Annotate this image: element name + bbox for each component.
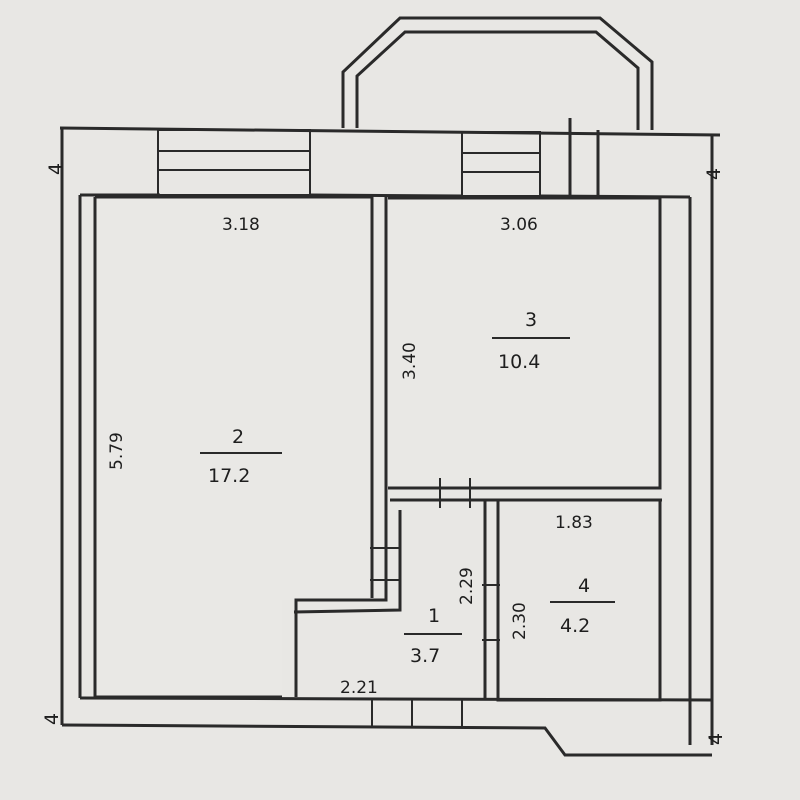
axis-markers: 4 4 4 4 [41, 163, 727, 745]
room-2-width-dimension: 3.18 [222, 215, 260, 235]
axis-marker-top-left: 4 [45, 163, 67, 175]
room-1-number: 1 [428, 605, 440, 627]
room-3-width-dimension: 3.06 [500, 215, 538, 235]
axis-marker-top-right: 4 [703, 168, 725, 180]
room-2-number: 2 [232, 426, 244, 448]
room-4 [496, 498, 662, 702]
window-right [461, 131, 541, 197]
room-3-area: 10.4 [498, 351, 540, 373]
room-3-labels: 3.06 3.40 3 10.4 [400, 215, 570, 380]
bay-window [341, 16, 654, 130]
room-2 [93, 195, 388, 699]
room-1-area: 3.7 [410, 645, 440, 667]
room-4-number: 4 [578, 575, 590, 597]
axis-marker-bottom-left: 4 [41, 713, 63, 725]
room-1 [293, 500, 500, 728]
room-2-area: 17.2 [208, 465, 250, 487]
room-2-length-dimension: 5.79 [107, 432, 127, 470]
room-3-number: 3 [525, 309, 537, 331]
window-left [157, 129, 311, 196]
room-4-area: 4.2 [560, 615, 590, 637]
room-1-length-dimension: 2.29 [457, 567, 477, 605]
balcony-door [568, 118, 600, 196]
room-3-length-dimension: 3.40 [400, 342, 420, 380]
room-4-length-dimension: 2.30 [510, 602, 530, 640]
room-1-labels: 2.21 2.29 1 3.7 [340, 567, 477, 698]
room-4-labels: 1.83 2.30 4 4.2 [510, 513, 615, 640]
room-4-width-dimension: 1.83 [555, 513, 593, 533]
axis-marker-bottom-right: 4 [705, 733, 727, 745]
room-2-labels: 3.18 5.79 2 17.2 [107, 215, 282, 487]
room-1-width-dimension: 2.21 [340, 678, 378, 698]
